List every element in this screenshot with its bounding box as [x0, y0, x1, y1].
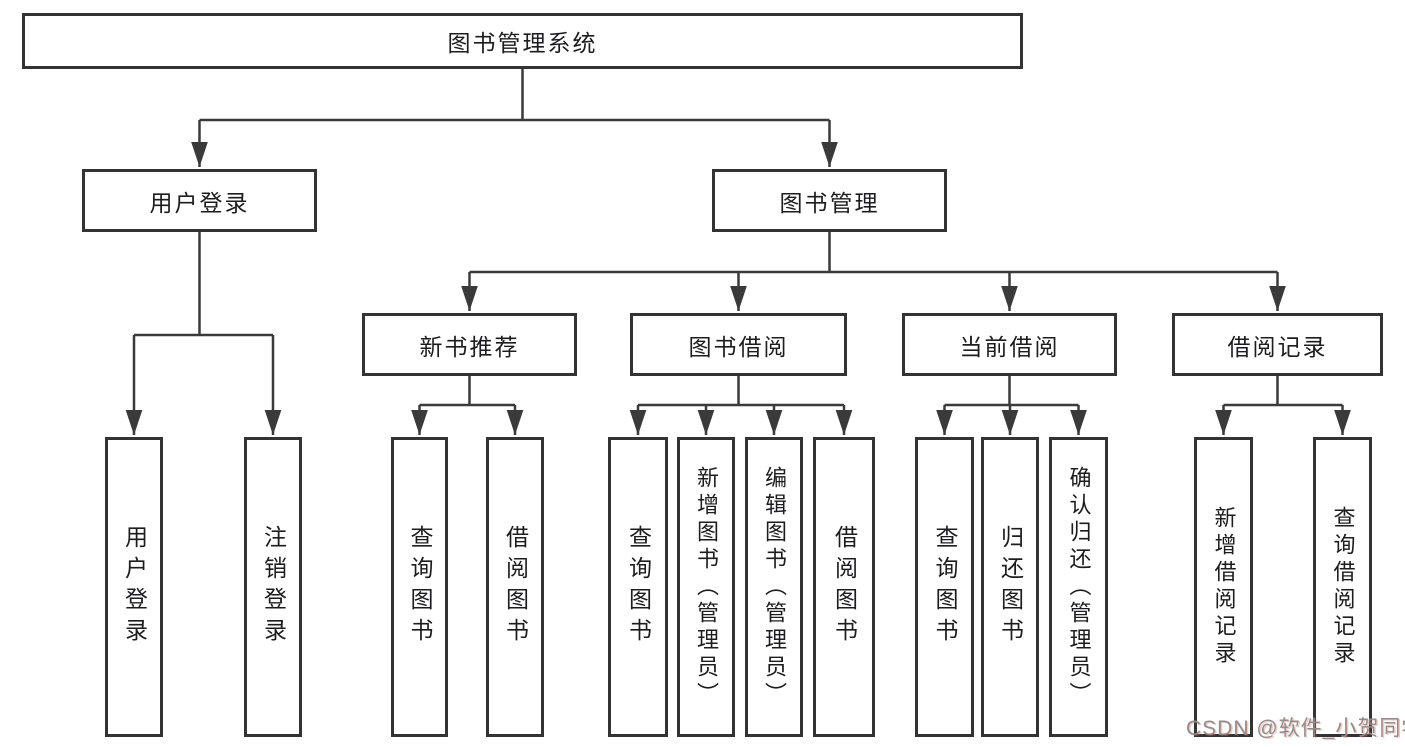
- node-current-borrowing: 当前借阅: [902, 313, 1117, 376]
- node-user-login: 用户登录: [82, 169, 317, 232]
- csdn-watermark: CSDN @软件_小贺同学: [1186, 717, 1405, 740]
- leaf-logout: 注销登录: [244, 437, 302, 737]
- leaf-query-books-borrow: 查询图书: [608, 437, 668, 737]
- node-library-management-system: 图书管理系统: [22, 13, 1023, 69]
- leaf-add-books-admin: 新增图书（管理员）: [677, 437, 735, 737]
- leaf-edit-books-admin: 编辑图书（管理员）: [745, 437, 803, 737]
- leaf-add-borrow-record: 新增借阅记录: [1194, 437, 1253, 737]
- leaf-query-books-current: 查询图书: [915, 437, 974, 737]
- leaf-user-login: 用户登录: [105, 437, 163, 737]
- leaf-confirm-return-admin: 确认归还（管理员）: [1049, 437, 1108, 737]
- leaf-return-books: 归还图书: [981, 437, 1039, 737]
- leaf-borrow-books-recommend: 借阅图书: [486, 437, 544, 737]
- node-borrowing-records: 借阅记录: [1172, 313, 1383, 376]
- node-book-management: 图书管理: [712, 169, 947, 232]
- leaf-query-borrow-record: 查询借阅记录: [1313, 437, 1372, 737]
- leaf-query-books-recommend: 查询图书: [391, 437, 448, 737]
- leaf-borrow-books: 借阅图书: [813, 437, 875, 737]
- node-new-book-recommendation: 新书推荐: [362, 313, 577, 376]
- node-book-borrowing: 图书借阅: [630, 313, 847, 376]
